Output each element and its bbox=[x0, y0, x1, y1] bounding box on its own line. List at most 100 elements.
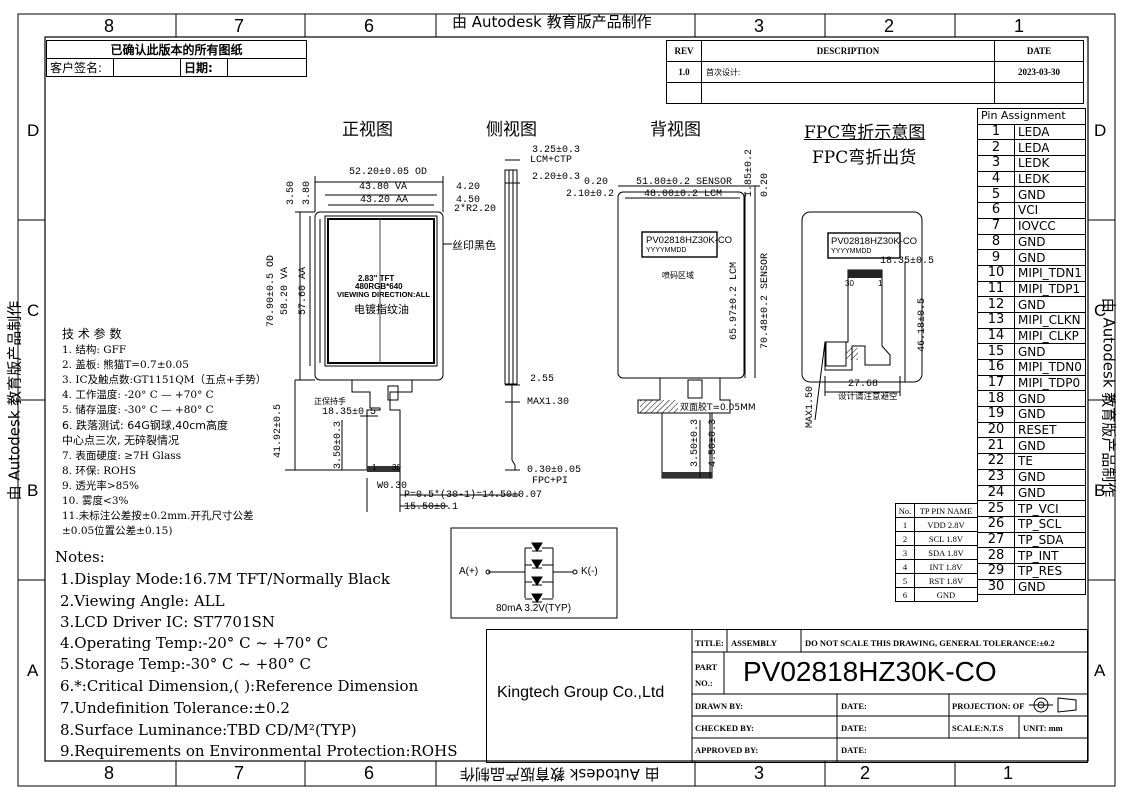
spray-area-label: 喷码区域 bbox=[662, 271, 694, 280]
row-label-d-right: D bbox=[1094, 121, 1107, 140]
double-tape-label: 双面胶T=0.05MM bbox=[680, 403, 756, 413]
pin-number: 30 bbox=[977, 578, 1015, 596]
dim-255: 2.55 bbox=[530, 374, 555, 385]
part-no-label: NO.: bbox=[695, 678, 713, 688]
tech-item-10: 10. 雾度<3% bbox=[62, 495, 129, 507]
customer-date-field[interactable] bbox=[227, 58, 307, 77]
tech-item-7: 7. 表面硬度: ≥7H Glass bbox=[62, 450, 181, 462]
pin-signal: TP_RES bbox=[1014, 562, 1086, 580]
tp-no-header: No. bbox=[895, 503, 915, 518]
tech-title: 技 术 参 数 bbox=[62, 327, 122, 341]
company-name: Kingtech Group Co.,Ltd bbox=[497, 684, 665, 701]
pin-number: 10 bbox=[977, 264, 1015, 282]
col-label-2-bottom: 2 bbox=[860, 763, 871, 783]
tp-pin-name: RST 1.8V bbox=[914, 573, 978, 588]
date-label-1: DATE: bbox=[841, 701, 867, 711]
pin-signal: TP_INT bbox=[1014, 547, 1086, 564]
tech-item-1: 1. 结构: GFF bbox=[62, 344, 127, 356]
col-label-8-bottom: 8 bbox=[104, 763, 115, 783]
note-9: 9.Requirements on Environmental Protecti… bbox=[60, 742, 458, 760]
pin-signal: IOVCC bbox=[1014, 217, 1086, 235]
pin-assignment-header: Pin Assignment bbox=[977, 108, 1086, 125]
revision-table: REV DESCRIPTION DATE 1.0 首次设计: 2023-03-3… bbox=[666, 40, 1084, 104]
date-label-3: DATE: bbox=[841, 745, 867, 755]
pin-signal: GND bbox=[1014, 390, 1086, 408]
dim-lcm-height: 65.97±0.2 LCM bbox=[729, 261, 741, 341]
fpc-pin-1: 1 bbox=[878, 279, 883, 288]
stiffener-label: 正保持手 bbox=[314, 397, 346, 406]
notes-title: Notes: bbox=[55, 548, 105, 566]
pin-number: 1 bbox=[977, 123, 1015, 141]
dim-back-020b: 0.20 bbox=[760, 172, 772, 198]
note-4: 4.Operating Temp:-20° C ~ +70° C bbox=[60, 634, 329, 652]
pin-number: 2 bbox=[977, 139, 1015, 157]
projection-label: PROJECTION: OF bbox=[952, 701, 1025, 711]
title-block: Kingtech Group Co.,Ltd TITLE: ASSEMBLY D… bbox=[486, 629, 1088, 763]
dim-fpc-2768: 27.68 bbox=[848, 379, 879, 390]
viewing-direction: VIEWING DIRECTION:ALL bbox=[337, 290, 430, 299]
fpc-pin-30: 30 bbox=[845, 279, 854, 288]
front-pin-1: 1 bbox=[372, 463, 377, 472]
tp-pin-name: INT 1.8V bbox=[914, 559, 978, 574]
col-label-7-bottom: 7 bbox=[234, 763, 245, 783]
fpc-label-code: PV02818HZ30K-CO bbox=[831, 236, 918, 247]
pin-number: 15 bbox=[977, 343, 1015, 360]
pin-number: 16 bbox=[977, 359, 1015, 376]
dim-350-front-fpc: 3.50±0.3 bbox=[333, 420, 345, 470]
front-va bbox=[324, 215, 438, 367]
back-view-title: 背视图 bbox=[650, 120, 701, 140]
front-fpc bbox=[351, 380, 413, 471]
dim-450: 4.50 bbox=[456, 195, 481, 206]
dim-r220: 2*R2.20 bbox=[454, 204, 497, 215]
side-fpc bbox=[511, 384, 516, 470]
pin-number: 12 bbox=[977, 296, 1015, 313]
tp-pin-name: VDD 2.8V bbox=[914, 517, 978, 532]
col-label-3-bottom: 3 bbox=[754, 763, 765, 783]
title-block-grid bbox=[691, 630, 1087, 762]
pin-signal: MIPI_CLKP bbox=[1014, 327, 1086, 345]
dim-fpc-4618: 46.18±0.5 bbox=[917, 297, 929, 353]
dim-od-height: 70.90±0.5 OD bbox=[266, 254, 278, 328]
dim-4192: 41.92±0.5 bbox=[273, 403, 285, 459]
pin-number: 13 bbox=[977, 311, 1015, 329]
projection-symbol bbox=[1029, 697, 1077, 713]
note-2: 2.Viewing Angle: ALL bbox=[60, 592, 225, 610]
dim-lcm-width: 48.00±0.2 LCM bbox=[644, 189, 723, 200]
watermark-top: 由 Autodesk 教育版产品制作 bbox=[452, 13, 652, 31]
dim-aa-width: 43.20 AA bbox=[360, 195, 409, 206]
tp-pin-name: GND bbox=[914, 587, 978, 602]
dim-030: 0.30±0.05 bbox=[527, 465, 582, 476]
pin-signal: LEDK bbox=[1014, 170, 1086, 188]
pin-number: 17 bbox=[977, 374, 1015, 392]
front-outline bbox=[314, 211, 444, 381]
dim-back-450: 4.50±0.3 bbox=[708, 418, 720, 468]
tech-item-3: 3. IC及触点数:GT1151QM（五点+手势） bbox=[62, 374, 267, 386]
pin-signal: MIPI_TDN0 bbox=[1014, 359, 1086, 376]
col-label-1-bottom: 1 bbox=[1003, 763, 1014, 783]
pin-signal: GND bbox=[1014, 578, 1086, 596]
pin-number: 7 bbox=[977, 217, 1015, 235]
tech-item-4: 4. 工作温度: -20° C — +70° C bbox=[62, 389, 214, 401]
pin-number: 14 bbox=[977, 327, 1015, 345]
pin-number: 27 bbox=[977, 531, 1015, 549]
tp-pin-name: SCL 1.8V bbox=[914, 531, 978, 546]
row-label-c: C bbox=[27, 301, 40, 320]
col-label-6: 6 bbox=[364, 16, 375, 36]
